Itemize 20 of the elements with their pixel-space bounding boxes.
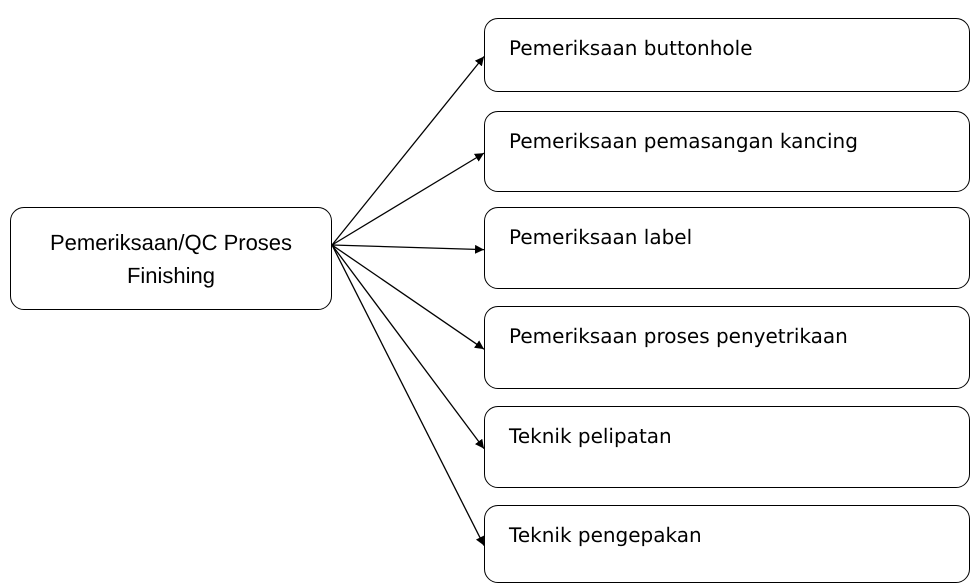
process-box (484, 505, 970, 583)
arrow (331, 244, 485, 450)
process-box (484, 207, 970, 289)
process-box (484, 18, 970, 92)
box-label: Pemeriksaan buttonhole (509, 35, 753, 61)
arrow (332, 56, 484, 246)
arrow (332, 152, 484, 246)
box-label: Pemeriksaan label (509, 224, 692, 250)
process-box (10, 207, 332, 310)
arrow (331, 244, 485, 546)
arrow (332, 244, 484, 254)
box-label: Teknik pelipatan (509, 423, 672, 449)
box-label: Pemeriksaan pemasangan kancing (509, 128, 858, 154)
process-box (484, 111, 970, 192)
process-box (484, 406, 970, 488)
box-label: Pemeriksaan/QC Proses Finishing (48, 228, 294, 290)
box-label: Teknik pengepakan (509, 522, 702, 548)
box-label: Pemeriksaan proses penyetrikaan (509, 323, 848, 349)
process-box (484, 306, 970, 389)
arrow (332, 244, 484, 350)
